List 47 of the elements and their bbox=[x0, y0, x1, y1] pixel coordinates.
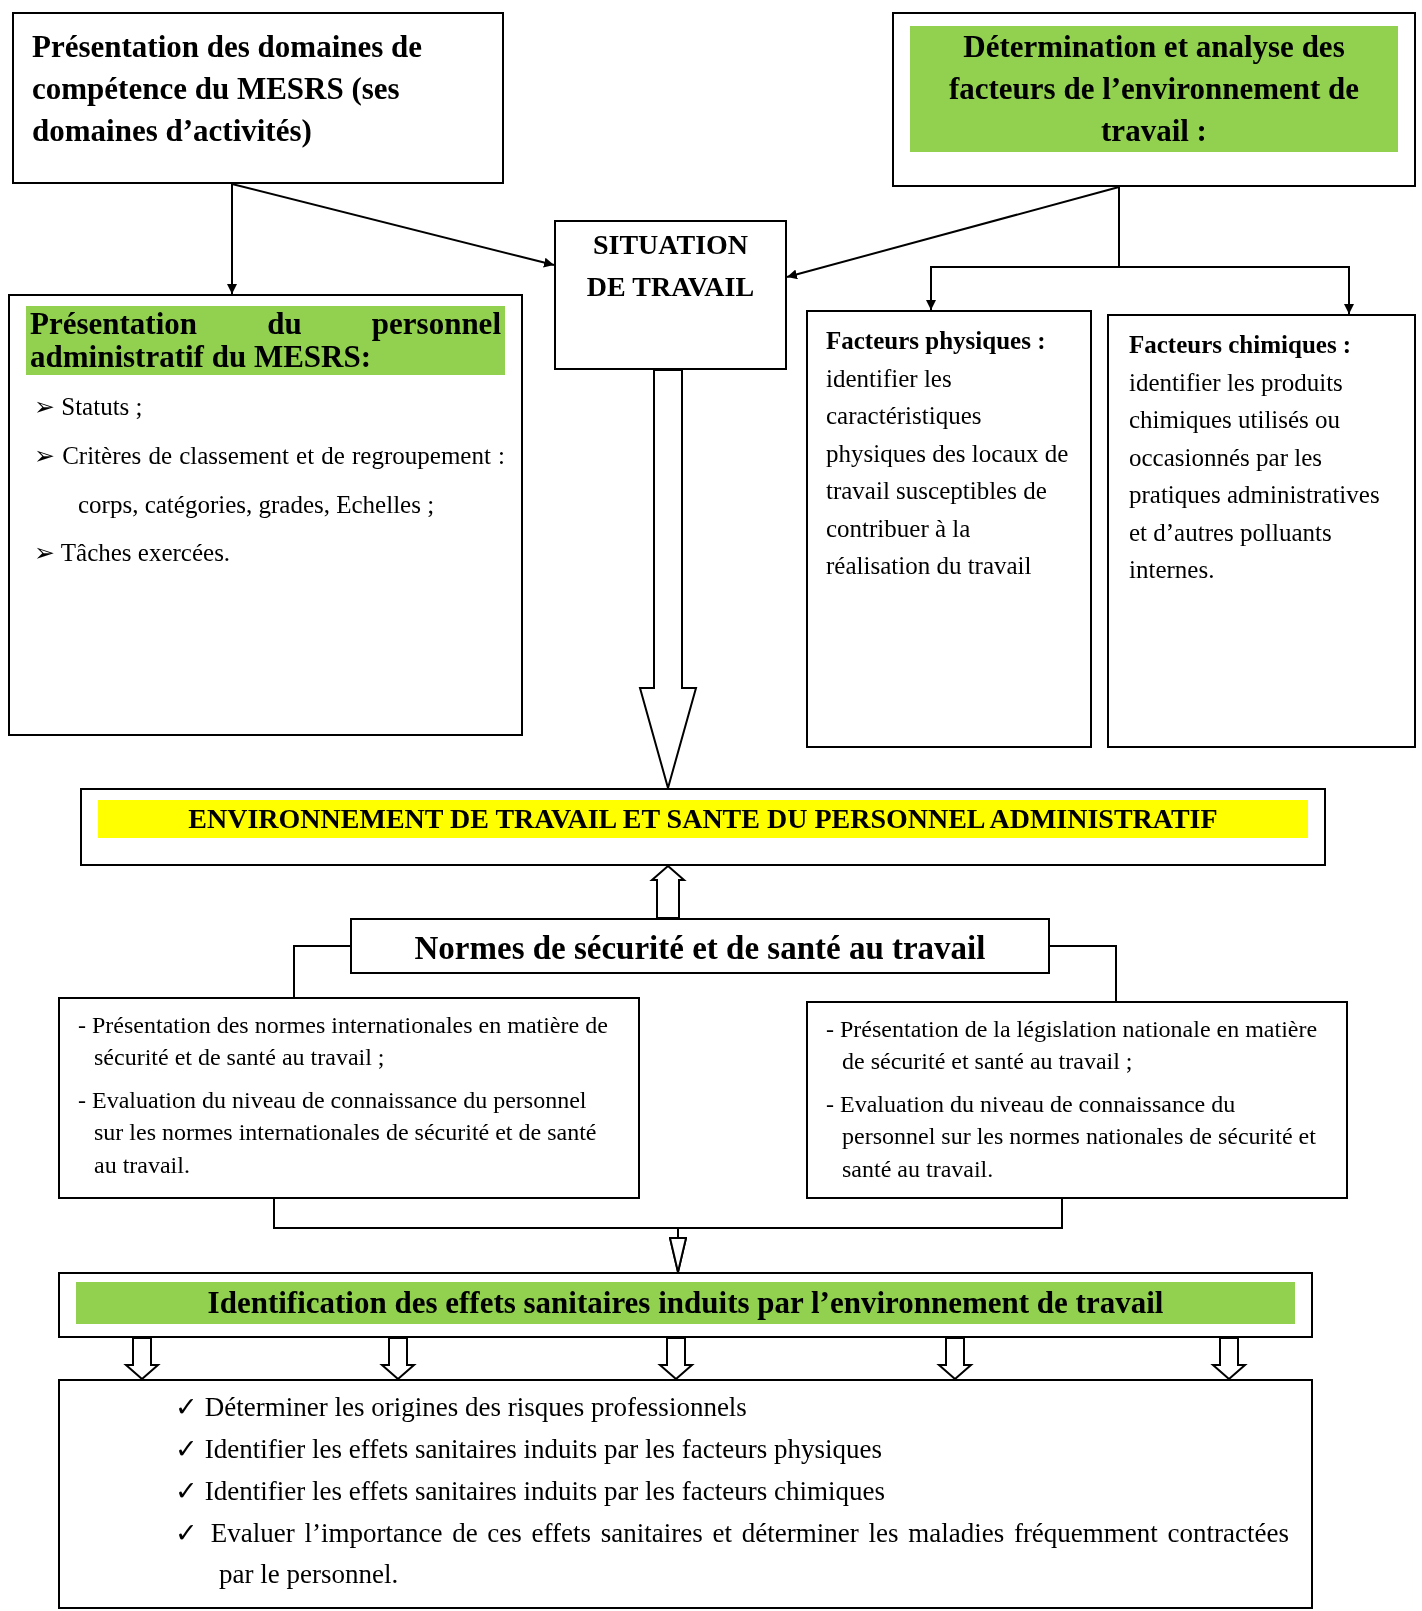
check-item: ✓ Evaluer l’importance de ces effets sanitaires et déterminer les maladies fréquemment contractées par le personnel. bbox=[175, 1516, 1289, 1592]
text-box bbox=[1107, 314, 1416, 748]
check-item: ✓ Déterminer les origines des risques professionnels bbox=[175, 1391, 748, 1424]
block-arrow bbox=[936, 1337, 974, 1381]
arrow bbox=[231, 183, 555, 268]
box-text: identifier les caractéristiques physiques des locaux de travail susceptibles de contribuer à la réalisation du travail bbox=[826, 363, 1070, 581]
arrow bbox=[669, 1198, 1063, 1273]
box-title: SITUATION DE TRAVAIL bbox=[586, 228, 755, 304]
text-box bbox=[806, 1001, 1348, 1199]
highlighted-title: Identification des effets sanitaires induits par l’environnement de travail bbox=[76, 1282, 1295, 1324]
bullet-item: ➢ Critères de classement et de regroupement : corps, catégories, grades, Echelles ; bbox=[34, 440, 505, 520]
highlighted-title: Détermination et analyse des facteurs de l’environnement de travail : bbox=[910, 26, 1398, 152]
block-arrow bbox=[657, 1337, 695, 1381]
connector-line bbox=[1049, 945, 1117, 1002]
highlighted-title: ENVIRONNEMENT DE TRAVAIL ET SANTE DU PERSONNEL ADMINISTRATIF bbox=[98, 800, 1308, 838]
box-text: - Evaluation du niveau de connaissance du personnel sur les normes nationales de sécurité et santé au travail. bbox=[826, 1089, 1317, 1184]
box-title: Présentation des domaines de compétence du MESRS (ses domaines d’activités) bbox=[32, 28, 424, 150]
text-box bbox=[892, 12, 1416, 187]
box-text: - Présentation des normes internationales en matière de sécurité et de santé au travail ; bbox=[78, 1011, 609, 1073]
box-text: - Evaluation du niveau de connaissance du personnel sur les normes internationales de sécurité et de santé au travail. bbox=[78, 1085, 598, 1180]
block-arrow bbox=[649, 864, 687, 919]
block-arrow bbox=[123, 1337, 161, 1381]
arrow bbox=[227, 183, 237, 295]
box-text: - Présentation de la législation nationale en matière de sécurité et santé au travail ; bbox=[826, 1015, 1319, 1077]
block-arrow bbox=[379, 1337, 417, 1381]
block-arrow bbox=[1210, 1337, 1248, 1381]
text-box bbox=[58, 1379, 1313, 1609]
text-box bbox=[58, 1272, 1313, 1338]
arrow bbox=[786, 186, 1120, 280]
box-heading: Facteurs physiques : bbox=[826, 326, 1047, 356]
box-heading: Facteurs chimiques : bbox=[1129, 330, 1353, 360]
check-item: ✓ Identifier les effets sanitaires induits par les facteurs physiques bbox=[175, 1432, 884, 1466]
text-box bbox=[350, 918, 1050, 974]
highlighted-title: Présentation du personnel administratif du MESRS: bbox=[26, 306, 505, 376]
text-box bbox=[12, 12, 504, 184]
connector-line bbox=[293, 945, 351, 998]
text-box bbox=[80, 788, 1326, 866]
check-item: ✓ Identifier les effets sanitaires induits par les facteurs chimiques bbox=[175, 1474, 887, 1508]
bullet-item: ➢ Tâches exercées. bbox=[34, 538, 232, 569]
text-box bbox=[806, 310, 1092, 748]
text-box bbox=[554, 220, 787, 370]
box-title: Normes de sécurité et de santé au travail bbox=[413, 929, 987, 968]
text-box bbox=[58, 997, 640, 1199]
arrow bbox=[1118, 186, 1354, 315]
text-box bbox=[8, 294, 523, 736]
box-text: identifier les produits chimiques utilisés ou occasionnés par les pratiques administratives et d’autres polluants internes. bbox=[1129, 367, 1381, 585]
bullet-item: ➢ Statuts ; bbox=[34, 392, 144, 423]
